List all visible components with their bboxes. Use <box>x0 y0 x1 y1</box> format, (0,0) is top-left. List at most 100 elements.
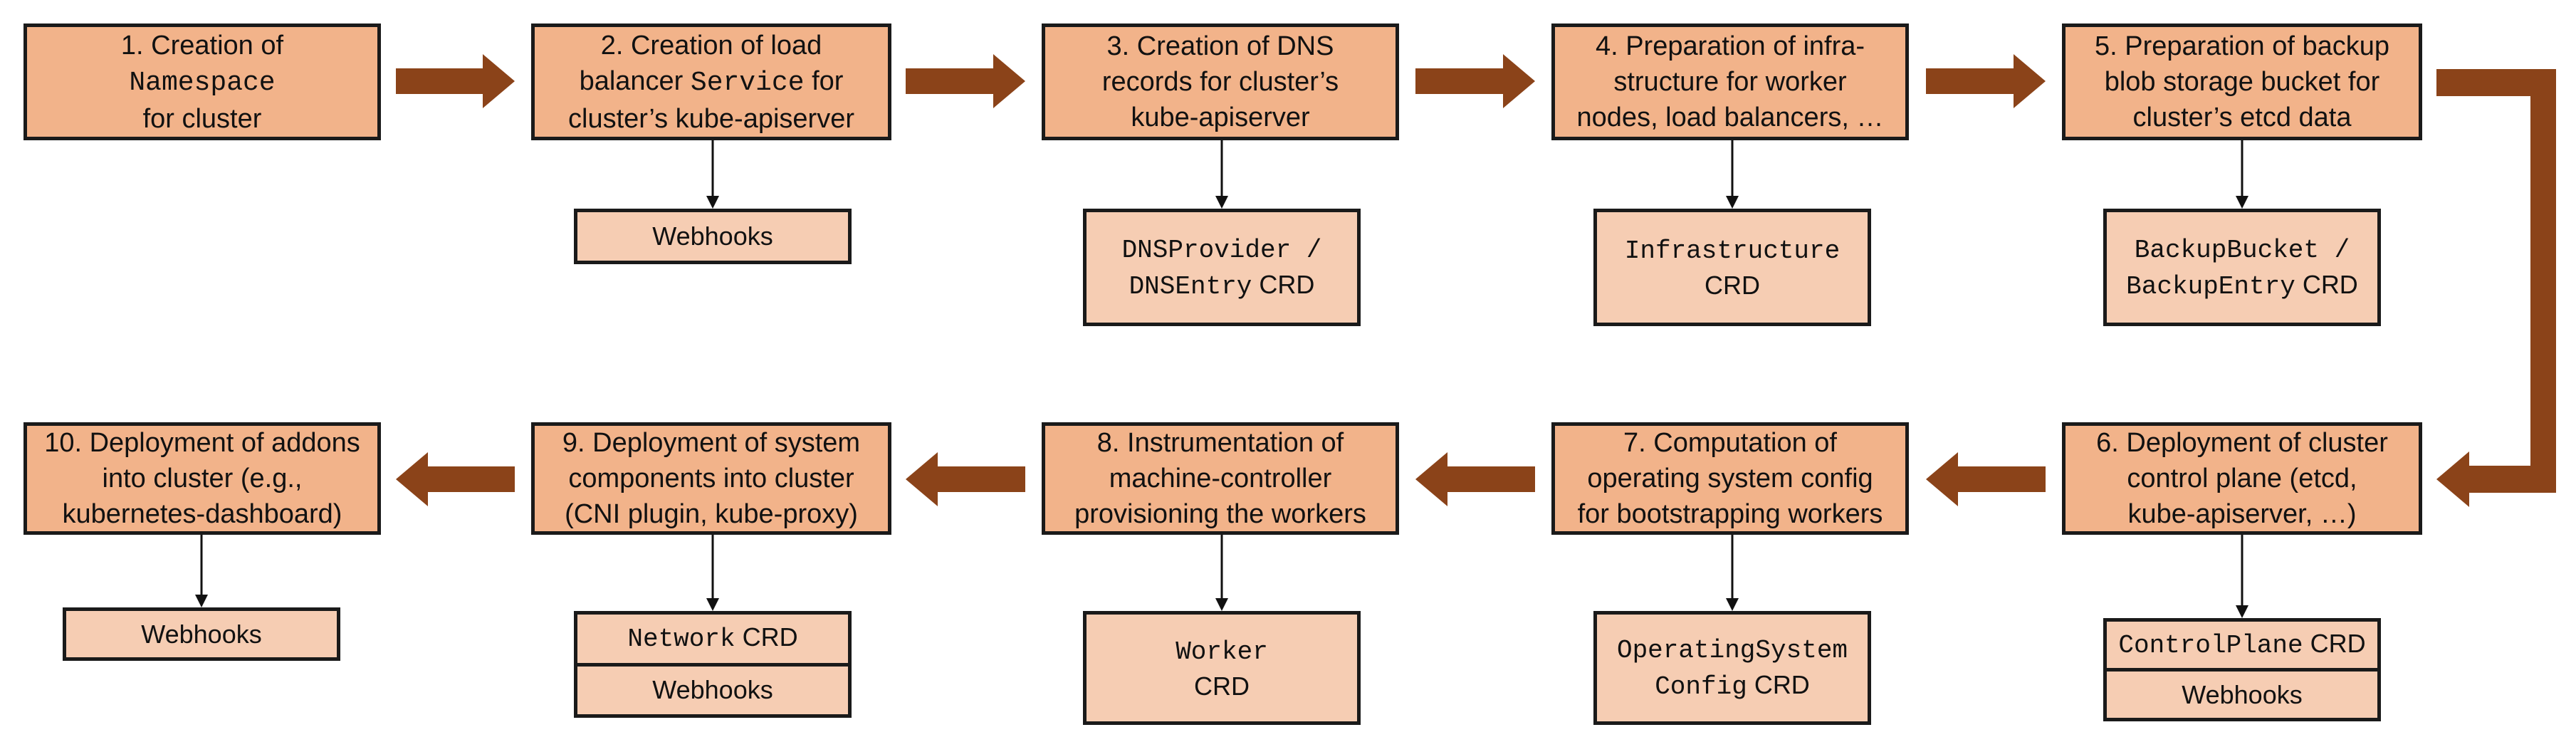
label-text: CRD <box>1252 269 1315 299</box>
label-text: control plane (etcd, <box>2127 464 2357 493</box>
label-text: CRD <box>1747 670 1810 699</box>
flow-arrow-right-3 <box>1415 54 1535 108</box>
dependency-arrow-step-6 <box>2236 535 2248 618</box>
text-line: kube-apiserver, …) <box>2127 496 2356 532</box>
code-term: DNSEntry <box>1129 271 1252 301</box>
text-line: blob storage bucket for <box>2105 64 2380 100</box>
text-line: machine-controller <box>1109 461 1332 496</box>
label-text: 2. Creation of load <box>600 30 822 61</box>
text-line: Infrastructure <box>1625 232 1840 268</box>
text-line: 10. Deployment of addons <box>44 425 360 461</box>
text-line: Webhooks <box>652 219 773 254</box>
text-line: 6. Deployment of cluster <box>2096 425 2388 461</box>
step-box-3: 3. Creation of DNS records for cluster’s k… <box>1042 23 1399 140</box>
label-text: Webhooks <box>652 675 773 705</box>
text-line: 9. Deployment of system <box>562 425 860 461</box>
text-line: nodes, load balancers, … <box>1577 100 1884 135</box>
dependency-arrow-step-4 <box>1726 140 1739 209</box>
resource-box-step-3: DNSProvider /DNSEntry CRD <box>1083 209 1361 326</box>
step-box-10: 10. Deployment of addons into cluster (e.… <box>23 422 381 535</box>
label-text: CRD <box>2295 269 2358 299</box>
label-text: nodes, load balancers, … <box>1576 103 1884 132</box>
text-line: for bootstrapping workers <box>1578 496 1883 532</box>
dependency-arrow-step-3 <box>1215 140 1228 209</box>
text-line: structure for worker <box>1613 64 1846 100</box>
label-text: 3. Creation of DNS <box>1106 31 1334 61</box>
text-line: 8. Instrumentation of <box>1097 425 1344 461</box>
text-line: kubernetes-dashboard) <box>63 496 342 532</box>
text-line: Webhooks <box>2182 678 2302 712</box>
text-line: control plane (etcd, <box>2127 461 2357 496</box>
label-text: Webhooks <box>2182 679 2303 709</box>
text-line: OperatingSystem <box>1617 632 1848 668</box>
flow-arrow-connector <box>2436 69 2556 507</box>
label-text: balancer <box>579 66 691 96</box>
label-text: Webhooks <box>141 619 262 649</box>
label-text: 6. Deployment of cluster <box>2096 428 2388 458</box>
label-text: (CNI plugin, kube-proxy) <box>565 499 858 529</box>
code-term: Service <box>690 67 805 98</box>
label-text: kubernetes-dashboard) <box>62 499 342 529</box>
step-box-7: 7. Computation of operating system config… <box>1551 422 1909 535</box>
label-text: Webhooks <box>652 221 773 251</box>
resource-cell-text: Webhooks <box>2182 678 2302 712</box>
dependency-arrow-step-2 <box>706 140 719 209</box>
text-line: cluster’s kube-apiserver <box>568 101 854 137</box>
label-text: records for cluster’s <box>1101 67 1339 97</box>
text-line: Namespace <box>129 63 275 101</box>
step-box-6: 6. Deployment of cluster control plane (e… <box>2062 422 2422 535</box>
resource-cell: Webhooks <box>577 662 848 715</box>
dependency-arrow-step-10 <box>195 535 208 607</box>
label-text: structure for worker <box>1613 67 1847 97</box>
text-line: Webhooks <box>652 673 773 707</box>
text-line: BackupEntry CRD <box>2126 268 2358 304</box>
label-text: into cluster (e.g., <box>102 464 303 493</box>
label-text: operating system config <box>1587 464 1873 493</box>
label-text: for bootstrapping workers <box>1577 499 1883 529</box>
flow-arrow-left-4 <box>396 452 515 506</box>
text-line: BackupBucket / <box>2135 231 2350 268</box>
label-text: CRD <box>735 622 798 652</box>
text-line: provisioning the workers <box>1074 496 1366 532</box>
resource-cell-text: ControlPlane CRD <box>2118 627 2365 663</box>
text-line: CRD <box>1194 669 1250 704</box>
resource-box-step-5: BackupBucket /BackupEntry CRD <box>2103 209 2381 326</box>
label-text: CRD <box>2303 629 2366 658</box>
label-text: CRD <box>1194 671 1250 701</box>
code-term: Infrastructure <box>1624 236 1841 266</box>
label-text: 7. Computation of <box>1623 428 1837 458</box>
text-line: 7. Computation of <box>1623 425 1837 461</box>
text-line: DNSProvider / <box>1122 231 1322 268</box>
text-line: 3. Creation of DNS <box>1107 28 1334 64</box>
label-text: CRD <box>1705 271 1760 300</box>
resource-cell: Network CRD <box>577 615 848 663</box>
code-term: OperatingSystem <box>1616 636 1848 665</box>
label-text: cluster’s etcd data <box>2132 103 2352 132</box>
text-line: records for cluster’s <box>1102 64 1339 100</box>
text-line: CRD <box>1705 268 1760 303</box>
label-text: 8. Instrumentation of <box>1096 428 1344 458</box>
resource-cell: ControlPlane CRD <box>2107 622 2377 668</box>
label-text: provisioning the workers <box>1074 499 1366 529</box>
flow-arrow-left-2 <box>1415 452 1535 506</box>
dependency-arrow-step-5 <box>2236 140 2248 209</box>
text-line: 5. Preparation of backup <box>2095 28 2389 64</box>
label-text: components into cluster <box>568 464 854 493</box>
text-line: Worker <box>1176 633 1268 669</box>
code-term: ControlPlane <box>2118 631 2303 660</box>
flow-arrow-right-4 <box>1926 54 2046 108</box>
resource-cell: Webhooks <box>2107 668 2377 718</box>
text-line: cluster’s etcd data <box>2133 100 2352 135</box>
step-box-4: 4. Preparation of infra-structure for wo… <box>1551 23 1909 140</box>
label-text: kube-apiserver <box>1131 103 1310 132</box>
label-text: 10. Deployment of addons <box>44 428 360 458</box>
text-line: 4. Preparation of infra- <box>1596 28 1865 64</box>
label-text: kube-apiserver, …) <box>2127 499 2357 529</box>
label-text: for cluster <box>142 103 262 134</box>
label-text: machine-controller <box>1109 464 1332 493</box>
